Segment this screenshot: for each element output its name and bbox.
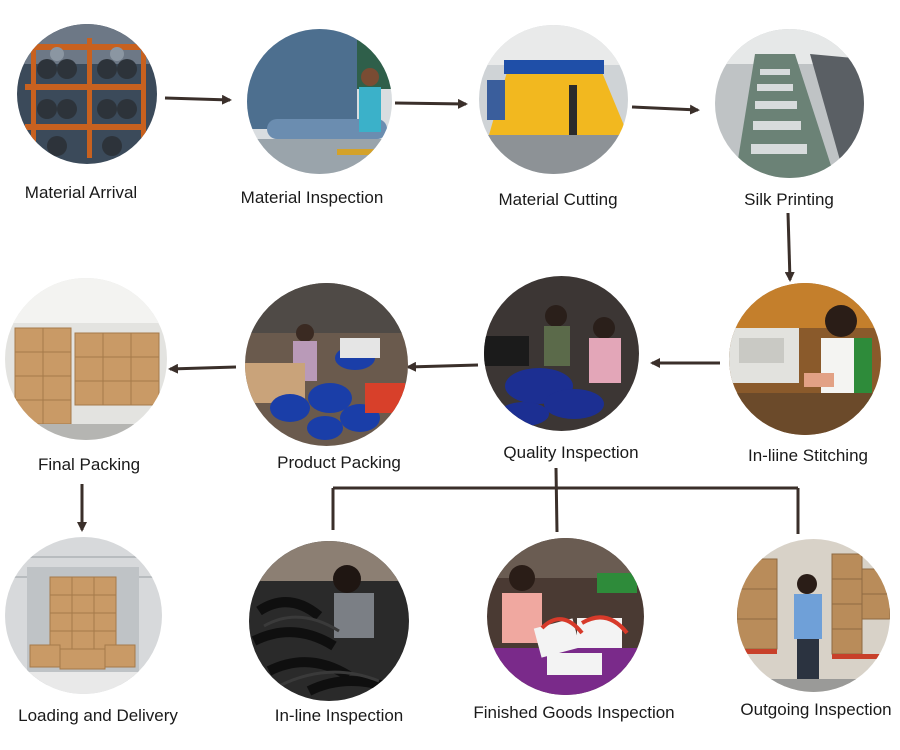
arrow-printing-to-stitching	[784, 212, 795, 282]
step-label-inline-stitching: In-liine Stitching	[747, 446, 869, 465]
step-label-silk-printing: Silk Printing	[744, 190, 834, 209]
step-label-material-inspection: Material Inspection	[240, 188, 384, 207]
step-label-product-packing: Product Packing	[277, 453, 401, 472]
step-label-material-arrival: Material Arrival	[24, 183, 138, 202]
step-label-final-packing: Final Packing	[37, 455, 141, 474]
finished-goods-inspection-photo	[487, 538, 644, 695]
inline-inspection-photo	[249, 541, 409, 701]
product-packing-photo	[245, 283, 408, 446]
outgoing-inspection-photo	[737, 539, 890, 692]
arrow-cutting-to-printing	[631, 104, 700, 115]
arrow-arrival-to-inspection	[164, 94, 232, 105]
step-label-inline-inspection: In-line Inspection	[274, 706, 404, 725]
step-label-quality-inspection: Quality Inspection	[503, 443, 639, 462]
material-arrival-photo	[17, 24, 157, 164]
step-label-outgoing-inspection: Outgoing Inspection	[740, 700, 892, 719]
step-label-finished-goods-inspection: Finished Goods Inspection	[473, 703, 675, 722]
arrow-packing-to-final	[168, 363, 237, 374]
material-cutting-photo	[479, 25, 628, 174]
loading-delivery-photo	[5, 537, 162, 694]
branch-stem	[554, 467, 559, 533]
step-label-loading-delivery: Loading and Delivery	[18, 706, 178, 725]
arrow-inspection-to-cutting	[394, 98, 468, 109]
arrow-quality-to-packing	[406, 361, 479, 372]
step-label-material-cutting: Material Cutting	[498, 190, 618, 209]
final-packing-photo	[5, 278, 167, 440]
quality-inspection-photo	[484, 276, 639, 431]
inline-stitching-photo	[729, 283, 881, 435]
material-inspection-photo	[247, 29, 392, 174]
silk-printing-photo	[715, 29, 864, 178]
